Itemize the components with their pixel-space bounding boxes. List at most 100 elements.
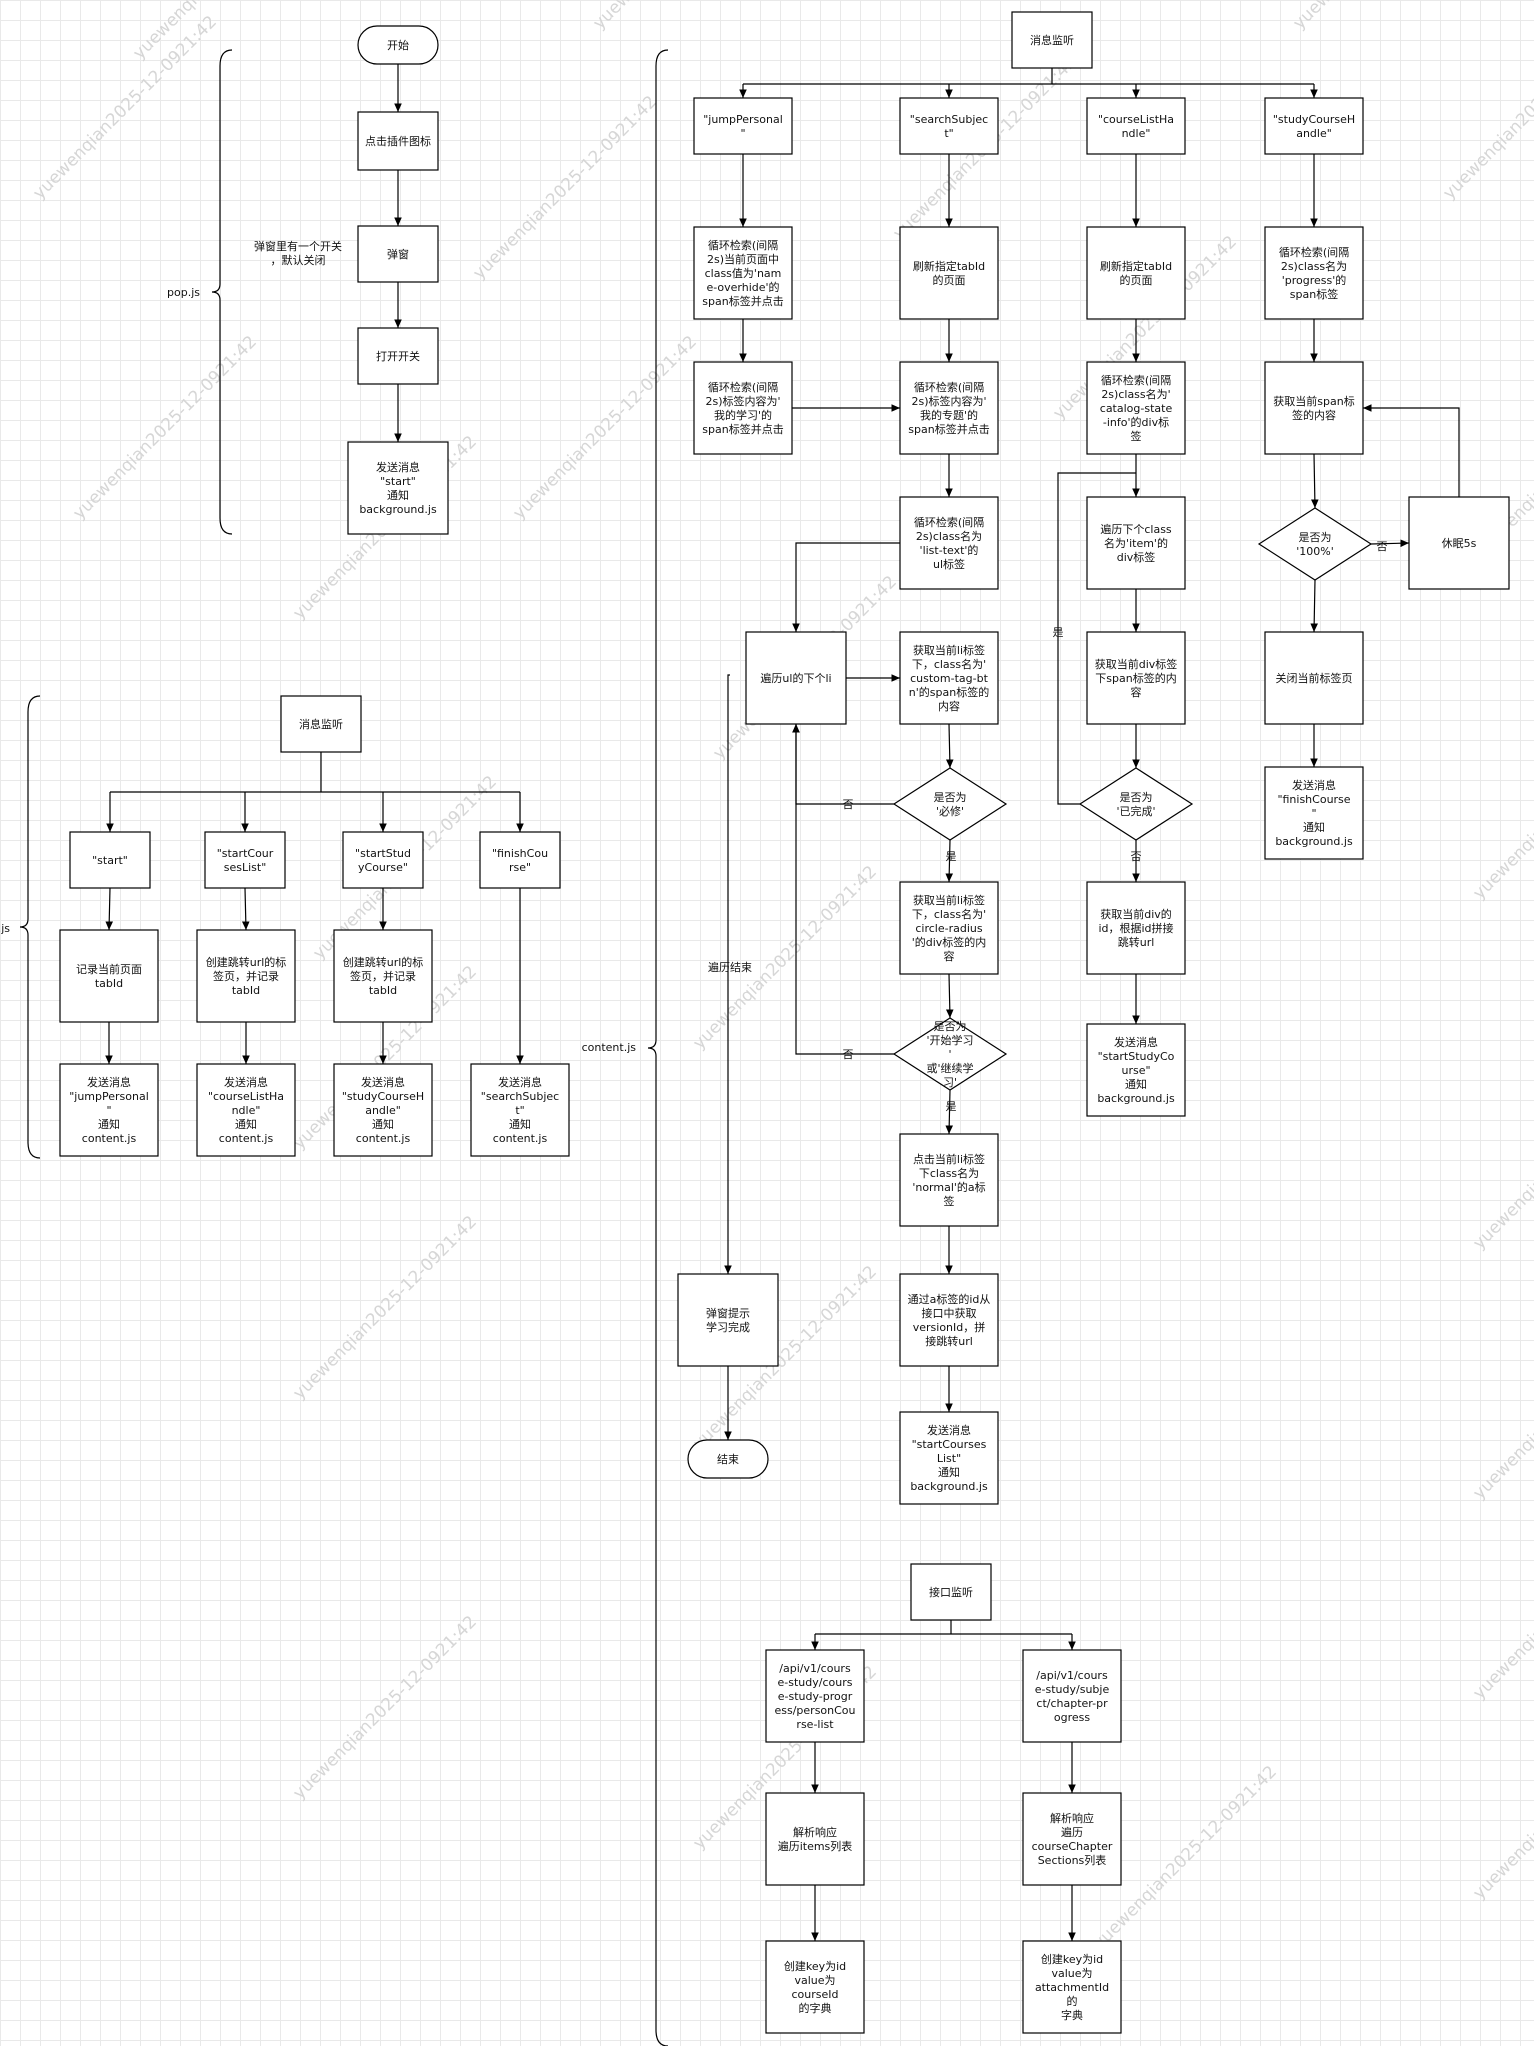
popup-done-node: 弹窗提示学习完成 <box>677 1273 779 1367</box>
node-text: content.js <box>582 1041 637 1054</box>
node-text: 否 <box>1131 850 1142 863</box>
api-parse-1-node: 解析响应遍历items列表 <box>765 1792 865 1886</box>
terminator-shape <box>357 25 439 65</box>
no-label-100: 否 <box>1377 540 1388 553</box>
watermark-text: yuewenqian2025-12-0921:42 <box>1469 1712 1534 1904</box>
connector <box>1370 539 1410 548</box>
process-shape <box>765 1792 865 1886</box>
process-shape <box>1022 1940 1122 2034</box>
connector <box>792 724 894 805</box>
decision-100-node: 是否为'100%' <box>1257 507 1373 581</box>
popup-note-label: 弹窗里有一个开关，默认关闭 <box>254 239 342 267</box>
watermark-text: yuewenqian2025-12-0921:42 <box>289 1212 481 1404</box>
node-text: 是否为'开始学习'或'继续学习' <box>926 1020 973 1089</box>
process-shape <box>899 1133 999 1227</box>
node-text: 获取当前li标签下，class名为'circle-radius'的div标签的内… <box>912 893 987 963</box>
node-text: 弹窗 <box>387 247 409 261</box>
connector <box>724 674 732 1274</box>
node-text: pop.js <box>167 286 200 299</box>
content-jump-personal-node: "jumpPersonal" <box>693 97 793 155</box>
process-shape <box>693 97 793 155</box>
background-section-label: .js <box>0 922 10 935</box>
connector <box>1311 453 1319 509</box>
process-shape <box>899 631 999 725</box>
process-shape <box>765 1940 865 2034</box>
node-text: 消息监听 <box>299 717 343 731</box>
no-label-start-study: 否 <box>843 1048 854 1061</box>
process-shape <box>1086 881 1186 975</box>
watermark-text: yuewenqian2025-12-0921:42 <box>69 332 261 524</box>
process-shape <box>677 1273 779 1367</box>
background-listener-node: 消息监听 <box>280 695 362 753</box>
connector <box>792 724 894 1055</box>
node-text: 弹窗提示学习完成 <box>706 1306 750 1334</box>
process-shape <box>899 881 999 975</box>
node-text: 获取当前span标签的内容 <box>1273 394 1354 422</box>
process-shape <box>910 1563 992 1621</box>
connector <box>1363 404 1460 497</box>
pop-popup-node: 弹窗 <box>357 225 439 283</box>
node-text: 点击当前li标签下class名为'normal'的a标签 <box>912 1152 985 1208</box>
process-shape <box>59 1063 159 1157</box>
node-text: 获取当前div标签下span标签的内容 <box>1095 657 1178 699</box>
process-shape <box>1264 766 1364 860</box>
process-shape <box>1011 11 1093 69</box>
process-shape <box>69 831 151 889</box>
section-braces <box>19 49 669 2046</box>
api-listener-node: 接口监听 <box>910 1563 992 1621</box>
process-shape <box>357 327 439 385</box>
connector <box>105 887 114 931</box>
process-shape <box>765 1649 865 1743</box>
process-shape <box>899 226 999 320</box>
cl-get-span-node: 获取当前div标签下span标签的内容 <box>1086 631 1186 725</box>
process-shape <box>693 226 793 320</box>
process-shape <box>342 831 424 889</box>
traverse-li-node: 遍历ul的下个li <box>745 631 847 725</box>
watermark-text: yuewenqian2025-12-0921:42 <box>29 12 221 204</box>
node-text: 是 <box>946 850 957 863</box>
connector <box>945 973 954 1019</box>
process-shape <box>1264 631 1364 725</box>
node-text: 打开开关 <box>376 349 420 363</box>
process-shape <box>1086 496 1186 590</box>
watermark-text: yuewenqian2025-12-0921:42 <box>689 862 881 1054</box>
pop-click-icon-node: 点击插件图标 <box>357 111 439 171</box>
process-shape <box>196 1063 296 1157</box>
process-shape <box>1408 496 1510 590</box>
watermark-text: yuewenqian2025-12-0921:42 <box>1469 1512 1534 1704</box>
process-shape <box>899 361 999 455</box>
node-text: 休眠5s <box>1442 537 1477 550</box>
decision-start-study-node: 是否为'开始学习'或'继续学习' <box>892 1017 1008 1091</box>
process-shape <box>357 111 439 171</box>
node-text: 结束 <box>717 1453 739 1466</box>
node-text: 开始 <box>387 38 409 52</box>
node-text: 消息监听 <box>1030 33 1074 47</box>
